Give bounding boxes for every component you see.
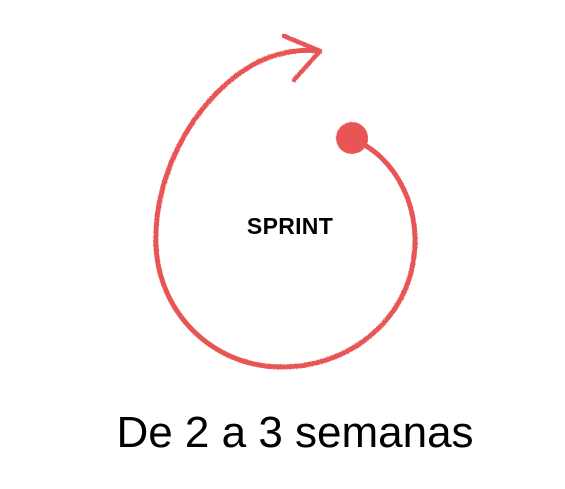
cycle-arrowhead xyxy=(281,33,323,83)
cycle-start-dot xyxy=(336,122,368,154)
cycle-arc xyxy=(153,47,418,370)
duration-caption: De 2 a 3 semanas xyxy=(116,408,474,457)
sprint-label: SPRINT xyxy=(246,213,334,239)
